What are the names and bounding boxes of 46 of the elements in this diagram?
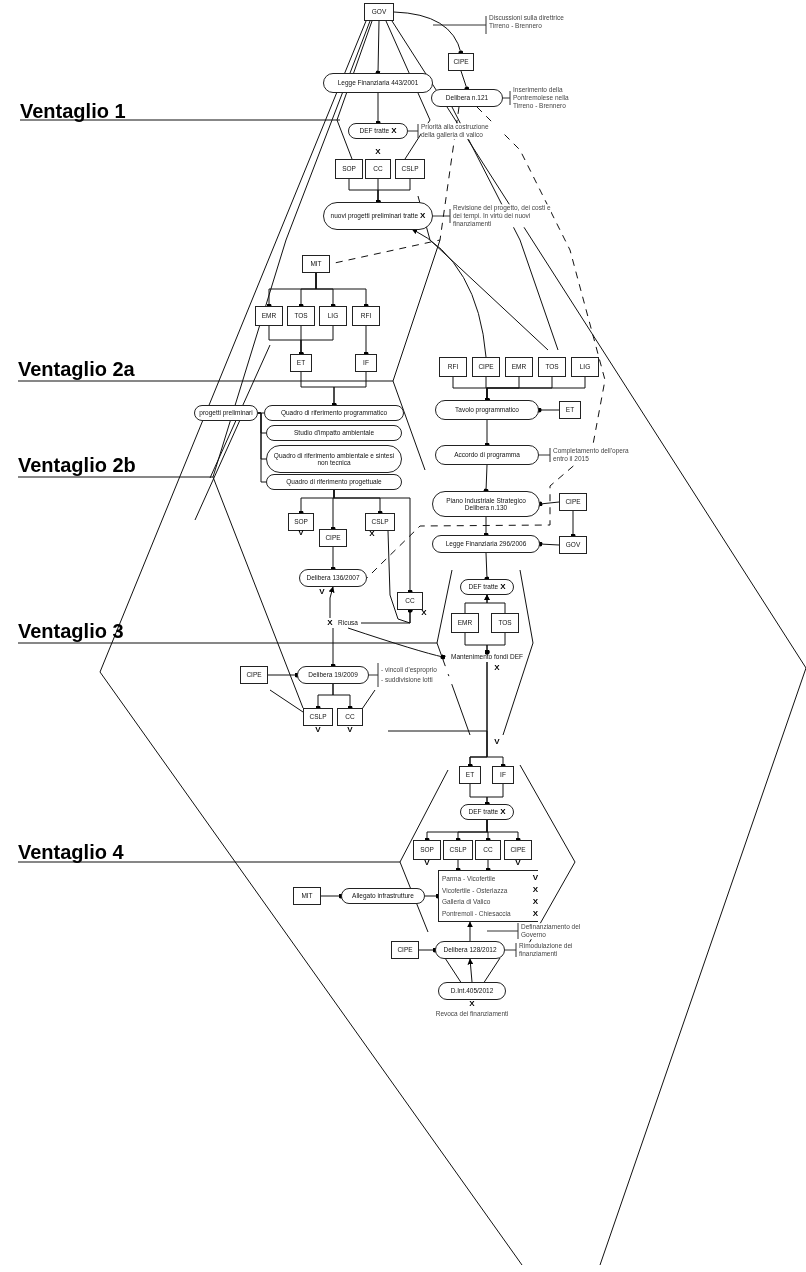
status-mark: X — [420, 212, 426, 220]
status-mark: X — [532, 886, 538, 895]
status-mark: X — [421, 609, 427, 617]
status-mark: X — [469, 1000, 475, 1008]
section-heading: Ventaglio 2b — [18, 455, 136, 475]
section-heading: Ventaglio 4 — [18, 842, 124, 862]
connector — [484, 783, 504, 807]
connector — [467, 921, 473, 942]
connector — [257, 412, 267, 483]
process-pill — [323, 202, 433, 230]
connector — [347, 627, 446, 660]
process-pill — [348, 123, 408, 139]
status-mark: X — [391, 127, 397, 135]
status-mark: V — [319, 588, 325, 596]
connector — [484, 552, 490, 582]
status-mark: V — [494, 738, 500, 746]
section-heading: Ventaglio 2a — [18, 359, 135, 379]
status-mark: V — [532, 874, 538, 883]
connector — [375, 92, 381, 126]
process-pill — [460, 804, 514, 820]
connector — [484, 632, 506, 655]
connector — [328, 586, 335, 619]
status-mark: X — [500, 583, 506, 591]
status-mark: X — [494, 664, 500, 672]
status-mark: X — [369, 530, 375, 538]
status-mark: V — [315, 726, 321, 734]
status-mark: V — [424, 859, 430, 867]
process-pill — [432, 491, 540, 517]
connector — [467, 958, 474, 983]
connector — [387, 530, 413, 624]
connector — [411, 228, 487, 358]
status-mark: X — [375, 148, 381, 156]
section-heading: Ventaglio 3 — [18, 621, 124, 641]
connector — [484, 594, 506, 614]
status-mark: X — [327, 619, 333, 627]
section-heading: Ventaglio 1 — [20, 101, 126, 121]
status-mark: V — [515, 859, 521, 867]
connector — [537, 501, 560, 507]
status-mark: X — [532, 897, 538, 906]
section-list-box — [438, 870, 538, 922]
status-mark: X — [532, 909, 538, 918]
status-mark: V — [347, 726, 353, 734]
connector — [320, 893, 344, 899]
process-pill — [460, 579, 514, 595]
status-mark: X — [500, 808, 506, 816]
connector — [331, 371, 367, 408]
